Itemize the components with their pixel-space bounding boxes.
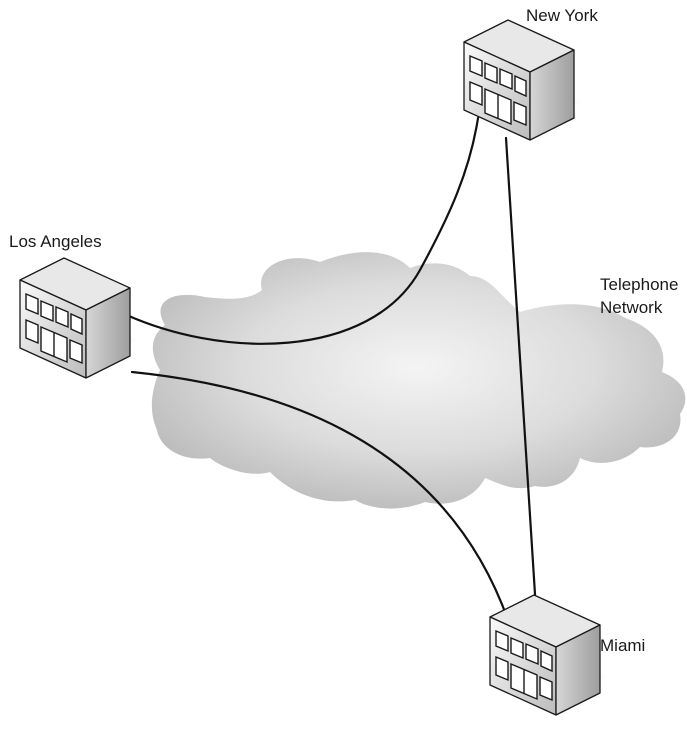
- link-la-newyork: [116, 116, 480, 345]
- label-network: Network: [600, 298, 663, 317]
- label-miami: Miami: [600, 636, 645, 655]
- telephone-network-cloud: [151, 252, 686, 509]
- building-los-angeles-icon: [19, 257, 139, 379]
- building-miami-icon: [489, 594, 609, 716]
- link-newyork-miami: [504, 136, 538, 612]
- label-telephone: Telephone: [600, 275, 678, 294]
- link-la-miami: [130, 370, 510, 622]
- label-los-angeles: Los Angeles: [9, 232, 102, 251]
- building-new-york-icon: [463, 19, 583, 141]
- label-new-york: New York: [526, 6, 598, 25]
